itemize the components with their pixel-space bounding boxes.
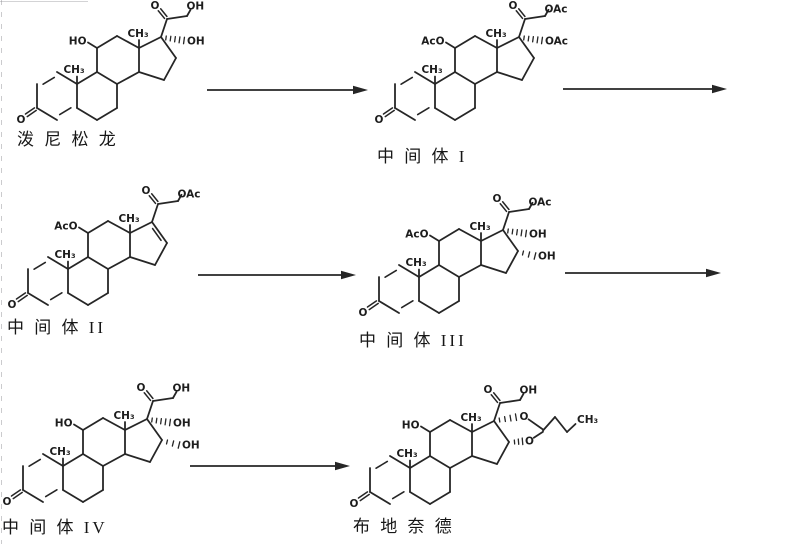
reaction-arrow-1 [207, 85, 368, 95]
atom-label-c21-substituent: OAc [178, 189, 201, 201]
structure-intermediate-4: O O CH₃ CH₃ HO OH OH OH [3, 382, 200, 508]
bond-skeleton [15, 193, 183, 306]
atom-label-c18-methyl: CH₃ [485, 28, 506, 40]
atom-label-c20-oxygen: O [142, 185, 151, 197]
atom-label-c19-methyl: CH₃ [63, 64, 84, 76]
atom-label-c17-substituent: OH [529, 229, 547, 241]
atom-label-acetal-oxygen-lower: O [525, 436, 534, 448]
bond-skeleton [24, 8, 192, 121]
atom-label-c3-oxygen: O [8, 299, 17, 311]
atom-label-c17-substituent: OAc [545, 36, 568, 48]
atom-label-c18-methyl: CH₃ [469, 221, 490, 233]
structure-intermediate-2: O O CH₃ CH₃ AcO OAc [8, 185, 201, 311]
reaction-arrow-5 [190, 461, 350, 471]
atom-label-c3-oxygen: O [375, 114, 384, 126]
atom-label-c20-oxygen: O [509, 0, 518, 12]
atom-label-c20-oxygen: O [493, 193, 502, 205]
bond-skeleton [357, 392, 577, 505]
structure-budesonide: O O CH₃ CH₃ HO OH O O CH₃ [350, 384, 599, 510]
atom-label-c17-substituent: OH [173, 418, 191, 430]
atom-label-acetal-oxygen-upper: O [520, 411, 529, 423]
atom-label-c21-substituent: OAc [545, 4, 568, 16]
atom-label-c3-oxygen: O [3, 496, 12, 508]
caption-intermediate-2: 中 间 体 II [7, 318, 107, 337]
atom-label-c11-substituent: AcO [54, 221, 77, 233]
caption-intermediate-1: 中 间 体 I [377, 147, 468, 166]
reaction-arrow-4 [565, 268, 721, 278]
scan-edge-artifact-left [1, 0, 2, 544]
atom-label-c21-substituent: OH [187, 1, 205, 13]
atom-label-chain-terminal-methyl: CH₃ [577, 414, 598, 426]
atom-label-c20-oxygen: O [151, 0, 160, 12]
atom-label-c11-substituent: HO [55, 418, 73, 430]
atom-label-c18-methyl: CH₃ [460, 412, 481, 424]
atom-label-c21-substituent: OH [173, 383, 191, 395]
atom-label-c3-oxygen: O [359, 307, 368, 319]
atom-label-c20-oxygen: O [137, 382, 146, 394]
caption-budesonide: 布 地 奈 德 [353, 517, 455, 536]
caption-prednisolone: 泼 尼 松 龙 [17, 130, 119, 149]
caption-intermediate-4: 中 间 体 IV [2, 518, 108, 537]
caption-intermediate-3: 中 间 体 III [359, 331, 467, 350]
atom-label-c19-methyl: CH₃ [396, 448, 417, 460]
scan-edge-artifact-top [0, 1, 88, 2]
atom-label-c3-oxygen: O [350, 498, 359, 510]
atom-label-c19-methyl: CH₃ [405, 257, 426, 269]
atom-label-c18-methyl: CH₃ [118, 213, 139, 225]
atom-label-c18-methyl: CH₃ [113, 410, 134, 422]
bond-skeleton [366, 201, 537, 314]
atom-label-c18-methyl: CH₃ [127, 28, 148, 40]
atom-label-c11-substituent: AcO [405, 229, 428, 241]
atom-label-c11-substituent: AcO [421, 36, 444, 48]
atom-label-c11-substituent: HO [69, 36, 87, 48]
structure-prednisolone: O O CH₃ CH₃ HO OH OH [17, 0, 205, 126]
bond-skeleton [10, 390, 181, 503]
reaction-arrow-3 [198, 270, 356, 280]
reaction-arrow-2 [563, 84, 727, 94]
atom-label-c17-substituent: OH [187, 36, 205, 48]
atom-label-c21-substituent: OAc [529, 197, 552, 209]
atom-label-c20-oxygen: O [484, 384, 493, 396]
atom-label-c16-substituent: OH [182, 440, 200, 452]
atom-label-c19-methyl: CH₃ [49, 446, 70, 458]
atom-label-c21-substituent: OH [520, 385, 538, 397]
atom-label-c16-substituent: OH [538, 251, 556, 263]
bond-skeleton [382, 8, 550, 121]
atom-label-c19-methyl: CH₃ [54, 249, 75, 261]
atom-label-c11-substituent: HO [402, 420, 420, 432]
atom-label-c19-methyl: CH₃ [421, 64, 442, 76]
atom-label-c3-oxygen: O [17, 114, 26, 126]
